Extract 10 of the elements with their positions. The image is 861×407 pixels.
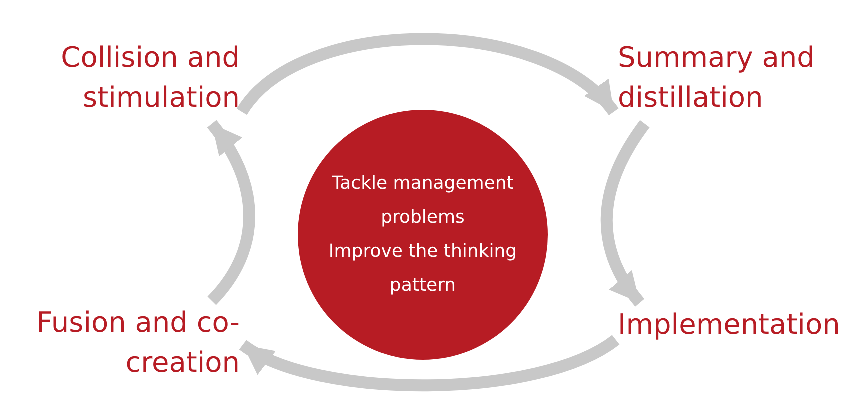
- stage-label: Summary and distillation: [618, 38, 853, 122]
- curved-arrow: [600, 120, 650, 307]
- stage-label: Fusion and co-creation: [10, 303, 240, 387]
- circle-text: Tackle management problems: [331, 172, 515, 230]
- curved-arrow: [240, 334, 620, 392]
- stage-label: Collision and stimulation: [10, 38, 240, 122]
- curved-arrow: [207, 120, 256, 305]
- curved-arrow: [237, 33, 618, 116]
- stage-label: Implementation: [618, 305, 858, 347]
- circle-text: Improve the thinking pattern: [328, 240, 518, 298]
